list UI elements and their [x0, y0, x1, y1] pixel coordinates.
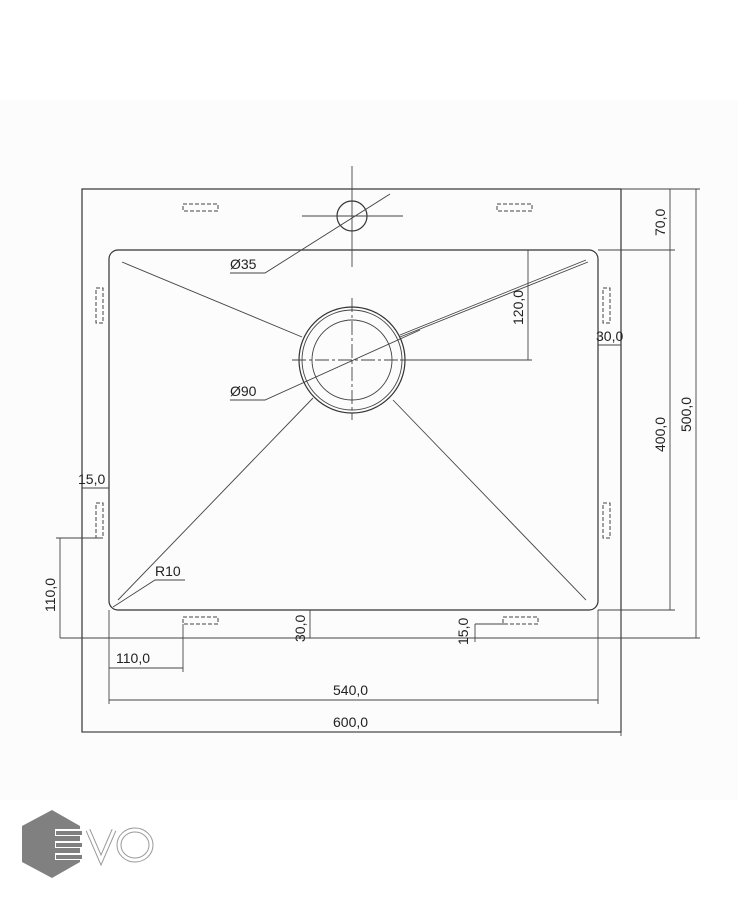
dim-drain-offset: 120,0 [510, 290, 526, 325]
mounting-clips [95, 203, 611, 625]
evo-logo [22, 810, 154, 878]
dim-corner-radius: R10 [155, 563, 181, 579]
dim-top-margin: 70,0 [652, 209, 668, 236]
sink-outer-outline [81, 188, 622, 733]
dim-bottom-clip-pos: 110,0 [116, 650, 150, 666]
dim-bowl-length: 400,0 [652, 417, 668, 452]
tap-hole [302, 166, 403, 267]
drawing-sheet [0, 100, 738, 800]
dim-tap-hole: Ø35 [230, 256, 257, 272]
bowl-slope-lines [117, 259, 587, 601]
dim-left-clip-height: 110,0 [42, 578, 58, 612]
dimension-lines [56, 188, 700, 736]
dim-bowl-width: 540,0 [333, 682, 368, 698]
dim-overall-width: 600,0 [333, 714, 368, 730]
dim-right-margin: 30,0 [596, 328, 623, 344]
dim-overall-length: 500,0 [678, 397, 694, 432]
dim-drain: Ø90 [230, 383, 257, 399]
dim-left-clip-offset: 15,0 [78, 471, 105, 487]
dim-bottom-clip-offset: 15,0 [455, 618, 471, 645]
bowl-outline [108, 249, 599, 611]
dim-bottom-margin: 30,0 [292, 615, 308, 642]
